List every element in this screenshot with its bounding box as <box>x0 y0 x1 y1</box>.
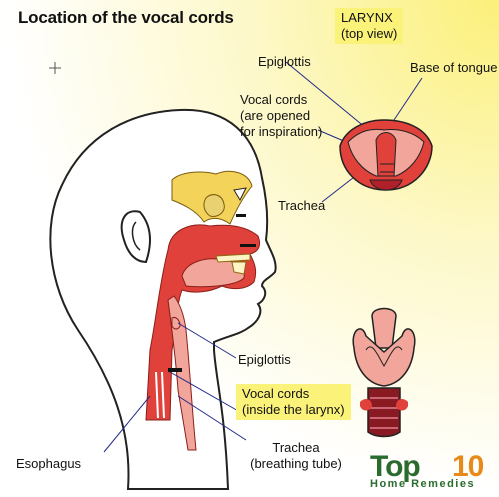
label-esophagus: Esophagus <box>16 456 82 471</box>
larynx-heading-line2: (top view) <box>341 26 398 41</box>
label-trachea-bottom-1: Trachea <box>272 440 320 455</box>
logo-sub-text: Home Remedies <box>370 478 476 490</box>
top10-logo: Top 10 Home Remedies <box>366 450 494 494</box>
pharynx <box>167 295 197 451</box>
label-vocal-cords-open-1: Vocal cords <box>240 92 308 107</box>
logo-top-text: Top <box>370 450 421 483</box>
larynx-view-heading: LARYNX (top view) <box>335 8 404 44</box>
vocal-cords-side-mark <box>168 368 182 372</box>
epiglottis-side-shape <box>171 317 181 330</box>
label-epiglottis-side: Epiglottis <box>238 352 291 367</box>
page-title: Location of the vocal cords <box>18 8 234 27</box>
label-vocal-cords-open-3: for inspiration) <box>240 124 323 139</box>
label-trachea-top: Trachea <box>278 198 326 213</box>
label-vocal-cords-open-2: (are opened <box>240 108 311 123</box>
label-vocal-cords-inside-1: Vocal cords <box>242 386 310 401</box>
label-base-of-tongue: Base of tongue <box>410 60 498 75</box>
crosshair-mark <box>49 62 61 74</box>
larynx-top-view <box>339 119 433 191</box>
pointer-lines <box>103 61 423 453</box>
larynx-heading-line1: LARYNX <box>341 10 393 25</box>
larynx-front-view <box>352 307 416 438</box>
ear <box>120 210 151 264</box>
logo-ten-text: 10 <box>452 450 484 483</box>
vocal-cords-inside-box: Vocal cords (inside the larynx) <box>236 384 351 420</box>
label-trachea-bottom-2: (breathing tube) <box>250 456 342 471</box>
label-epiglottis-top: Epiglottis <box>258 54 311 69</box>
label-vocal-cords-inside-2: (inside the larynx) <box>242 402 345 417</box>
